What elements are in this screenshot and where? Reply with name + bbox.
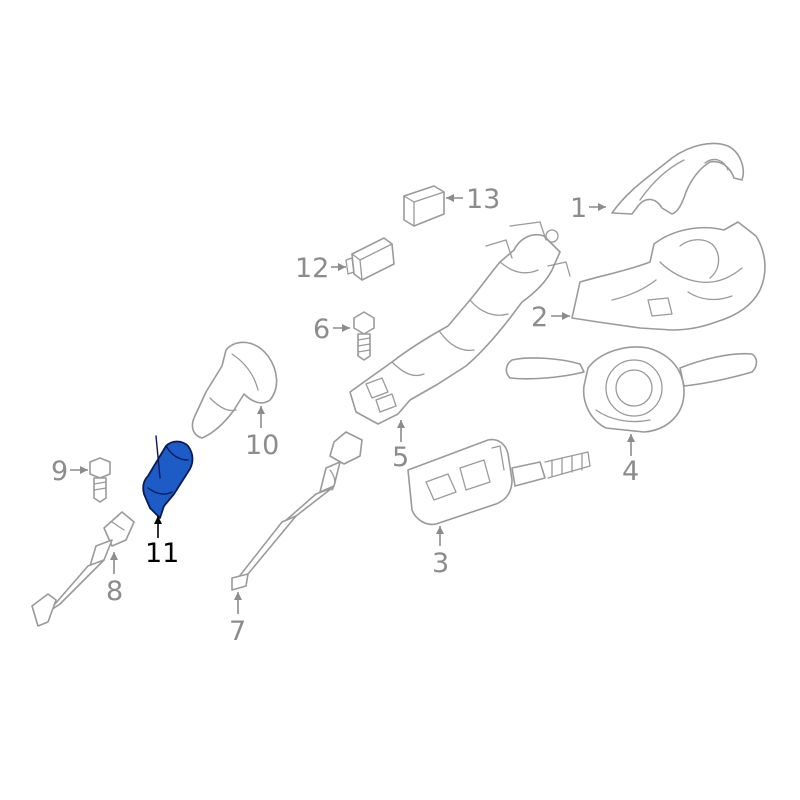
leader-arrows [70,194,635,614]
callout-12[interactable]: 12 [295,253,329,284]
callout-11[interactable]: 11 [145,538,179,569]
boot-seal[interactable] [191,341,278,439]
callout-13[interactable]: 13 [466,184,500,215]
callout-10[interactable]: 10 [245,430,279,461]
combination-switch[interactable] [505,346,758,433]
callout-8[interactable]: 8 [106,576,123,607]
ignition-lock[interactable] [407,438,591,526]
steering-shaft[interactable] [231,431,363,591]
callout-labels: 1 2 3 4 5 6 7 8 9 10 11 12 13 [51,184,639,647]
highlighted-bracket[interactable] [142,435,194,519]
steering-column[interactable] [349,221,571,425]
callout-3[interactable]: 3 [432,548,449,579]
column-bolt[interactable] [353,311,375,361]
callout-5[interactable]: 5 [392,442,409,473]
lower-column-cover[interactable] [571,221,766,331]
shaft-bolt[interactable] [89,457,111,503]
module-connector[interactable] [345,237,395,281]
callout-7[interactable]: 7 [229,616,246,647]
callout-4[interactable]: 4 [622,456,639,487]
relay-module[interactable] [403,185,445,227]
upper-column-cover[interactable] [611,142,744,215]
callout-9[interactable]: 9 [51,456,68,487]
intermediate-shaft[interactable] [31,511,135,627]
callout-6[interactable]: 6 [313,314,330,345]
callout-1[interactable]: 1 [570,193,587,224]
callout-2[interactable]: 2 [531,302,548,333]
